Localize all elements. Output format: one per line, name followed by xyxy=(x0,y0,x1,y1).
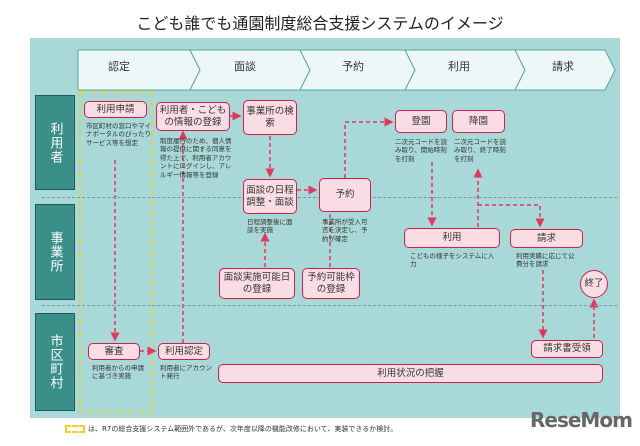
box-monitor: 利用状況の把握 xyxy=(218,364,603,383)
note-use: こどもの様子をシステムに入力 xyxy=(410,252,495,269)
phase-header xyxy=(77,49,616,91)
phase-label: 認定 xyxy=(108,60,130,73)
note-arrive: 二次元コードを読み取り、開始時刻を打刻 xyxy=(395,138,447,163)
box-register-info: 利用者・こどもの情報の登録 xyxy=(156,102,230,131)
lane-user: 利用者 xyxy=(35,95,75,190)
box-use: 利用 xyxy=(404,228,500,248)
legend-text: は、R7の総合支援システム範囲外であるが、次年度以降の機能改修において、実装でき… xyxy=(88,425,398,433)
note-leave: 二次元コードを読み取り、終了時刻を打刻 xyxy=(454,138,506,163)
lane-provider: 事業所 xyxy=(35,204,75,300)
phase-label: 利用 xyxy=(448,60,470,73)
note-review: 利用者からの申請に基づき実施 xyxy=(92,364,144,381)
legend: は、R7の総合支援システム範囲外であるが、次年度以降の機能改修において、実装でき… xyxy=(65,424,397,434)
box-reserve-slots: 予約可能枠の登録 xyxy=(302,268,360,299)
box-search: 事業所の検索 xyxy=(243,100,297,135)
yellow-dashed-swatch xyxy=(65,425,85,433)
box-reserve: 予約 xyxy=(319,178,371,212)
note-interview: 日程調整後に面談を実施 xyxy=(247,218,293,235)
box-certify: 利用認定 xyxy=(158,343,210,360)
box-arrive: 登園 xyxy=(395,110,447,133)
box-bill: 請求 xyxy=(510,229,583,248)
lane-divider xyxy=(42,305,617,306)
lane-municipality: 市区町村 xyxy=(35,313,75,411)
note-certify: 利用者にアカウント発行 xyxy=(160,364,212,381)
box-leave: 降園 xyxy=(452,110,505,133)
note-bill: 利用実績に応じて公費分を請求 xyxy=(516,252,575,269)
box-end: 終了 xyxy=(580,270,608,298)
phase-label: 予約 xyxy=(342,60,364,73)
box-review: 審査 xyxy=(88,343,140,360)
phase-label: 面談 xyxy=(234,60,256,73)
note-apply: 市区町村の窓口やマイナポータルのぴったりサービス等を想定 xyxy=(86,122,151,147)
note-reserve: 事業所が受入可否を決定し、予約が確定 xyxy=(322,218,368,243)
box-interview: 面談の日程調整・面談 xyxy=(243,179,297,214)
out-of-scope-box xyxy=(79,91,153,413)
phase-label: 請求 xyxy=(552,60,574,73)
box-receive-bill: 請求書受領 xyxy=(531,340,603,358)
page-title: こども誰でも通園制度総合支援システムのイメージ xyxy=(136,14,504,33)
box-apply: 利用申請 xyxy=(84,101,147,118)
box-interview-slots: 面談実施可能日の登録 xyxy=(219,268,295,299)
note-register-info: 制度履行のため、個人情報の提供に関する同意を得た上で、利用者アカウントにログイン… xyxy=(160,137,232,179)
resemom-logo: ReseMom xyxy=(530,408,633,432)
